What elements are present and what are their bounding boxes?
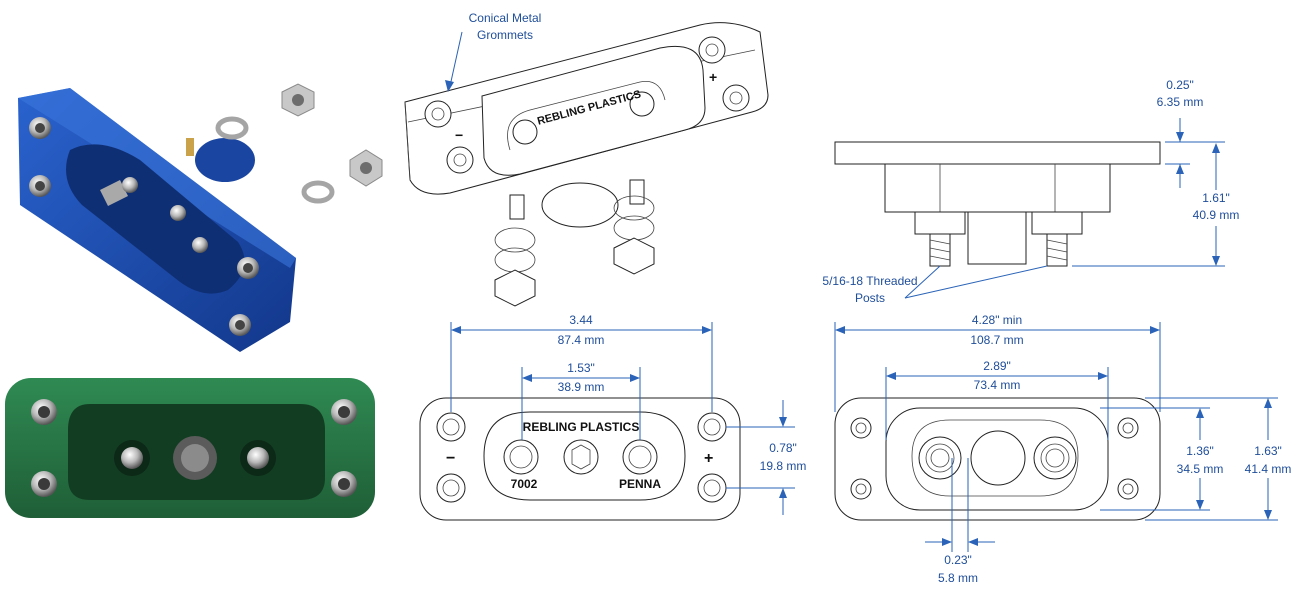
inner-hole-span-in: 1.53" bbox=[567, 361, 595, 375]
iso-minus-sign: − bbox=[455, 127, 463, 143]
hole-row-spacing-in: 0.78" bbox=[769, 441, 797, 455]
cutout-height-in: 1.36" bbox=[1186, 444, 1214, 458]
side-view-drawing bbox=[834, 141, 1161, 267]
overall-height-dimension: 1.63" 41.4 mm bbox=[1145, 397, 1292, 521]
overall-height-mm: 41.4 mm bbox=[1245, 462, 1292, 476]
cutout-length-dimension: 2.89" 73.4 mm bbox=[885, 359, 1109, 440]
loose-hardware-photo bbox=[215, 83, 383, 204]
front-brand-text: REBLING PLASTICS bbox=[523, 420, 640, 434]
outer-hole-span-dimension: 3.44 87.4 mm bbox=[450, 313, 713, 412]
grommet-label-line2: Grommets bbox=[477, 28, 533, 42]
posts-label-line1: 5/16-18 Threaded bbox=[822, 274, 917, 288]
hole-row-spacing-mm: 19.8 mm bbox=[760, 459, 807, 473]
grommet-label-line1: Conical Metal bbox=[469, 11, 542, 25]
overall-height-in: 1.63" bbox=[1254, 444, 1282, 458]
front-minus-sign: − bbox=[446, 450, 455, 467]
cutout-length-mm: 73.4 mm bbox=[974, 378, 1021, 392]
flange-thickness-mm: 6.35 mm bbox=[1157, 95, 1204, 109]
cutout-height-dimension: 1.36" 34.5 mm bbox=[1100, 407, 1224, 511]
post-diameter-mm: 5.8 mm bbox=[938, 571, 978, 585]
post-diameter-in: 0.23" bbox=[944, 553, 972, 567]
green-connector-photo bbox=[5, 378, 375, 518]
front-view-drawing bbox=[419, 397, 741, 521]
overall-length-in: 4.28" min bbox=[972, 313, 1022, 327]
outer-hole-span-mm: 87.4 mm bbox=[558, 333, 605, 347]
hole-row-spacing-dimension: 0.78" 19.8 mm bbox=[726, 400, 806, 515]
iso-plus-sign: + bbox=[709, 69, 717, 85]
cutout-height-mm: 34.5 mm bbox=[1177, 462, 1224, 476]
inner-hole-span-dimension: 1.53" 38.9 mm bbox=[521, 361, 641, 440]
front-part-number: 7002 bbox=[511, 477, 538, 491]
front-plus-sign: + bbox=[704, 450, 713, 467]
cutout-length-in: 2.89" bbox=[983, 359, 1011, 373]
isometric-drawing: REBLING PLASTICS − + bbox=[404, 22, 769, 307]
body-height-dimension: 1.61" 40.9 mm bbox=[1072, 143, 1240, 267]
flange-thickness-in: 0.25" bbox=[1166, 78, 1194, 92]
post-diameter-dimension: 0.23" 5.8 mm bbox=[925, 458, 995, 585]
body-height-mm: 40.9 mm bbox=[1193, 208, 1240, 222]
grommet-leader-line bbox=[449, 31, 463, 87]
posts-label-line2: Posts bbox=[855, 291, 885, 305]
body-height-in: 1.61" bbox=[1202, 191, 1230, 205]
flange-thickness-dimension: 0.25" 6.35 mm bbox=[1157, 78, 1225, 188]
overall-length-dimension: 4.28" min 108.7 mm bbox=[834, 313, 1161, 412]
blue-connector-photo bbox=[18, 88, 296, 352]
front-maker-text: PENNA bbox=[619, 477, 661, 491]
posts-leader-line bbox=[904, 265, 1048, 299]
outer-hole-span-in: 3.44 bbox=[569, 313, 593, 327]
inner-hole-span-mm: 38.9 mm bbox=[558, 380, 605, 394]
rear-view-drawing bbox=[834, 397, 1161, 521]
overall-length-mm: 108.7 mm bbox=[970, 333, 1023, 347]
